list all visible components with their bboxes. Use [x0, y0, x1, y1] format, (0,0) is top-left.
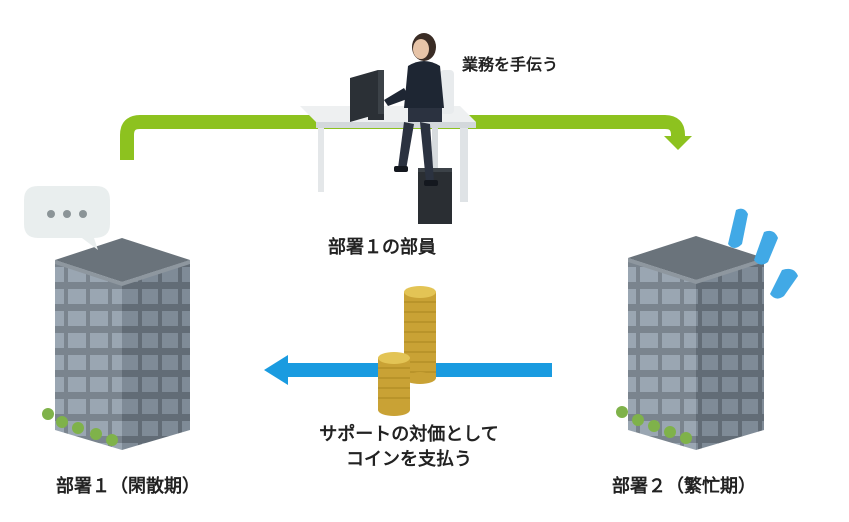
green-arrow-head — [664, 136, 692, 150]
dept2-label: 部署２（繁忙期） — [612, 476, 756, 497]
sweat-drops-icon — [728, 208, 798, 299]
dept1-building — [42, 238, 190, 450]
blue-arrow-head — [264, 355, 288, 385]
coin-stack-icon — [378, 286, 436, 416]
worker-at-desk — [300, 33, 476, 224]
dept1-label: 部署１（閑散期） — [56, 476, 200, 497]
payment-label-line2: コインを支払う — [346, 449, 472, 470]
dept2-building — [616, 236, 764, 450]
dept1-member-label: 部署１の部員 — [328, 237, 436, 258]
ellipsis-speech-bubble-icon — [24, 186, 110, 250]
payment-label: サポートの対価として コインを支払う — [300, 422, 518, 472]
payment-label-line1: サポートの対価として — [319, 424, 499, 445]
help-task-label: 業務を手伝う — [462, 55, 559, 74]
